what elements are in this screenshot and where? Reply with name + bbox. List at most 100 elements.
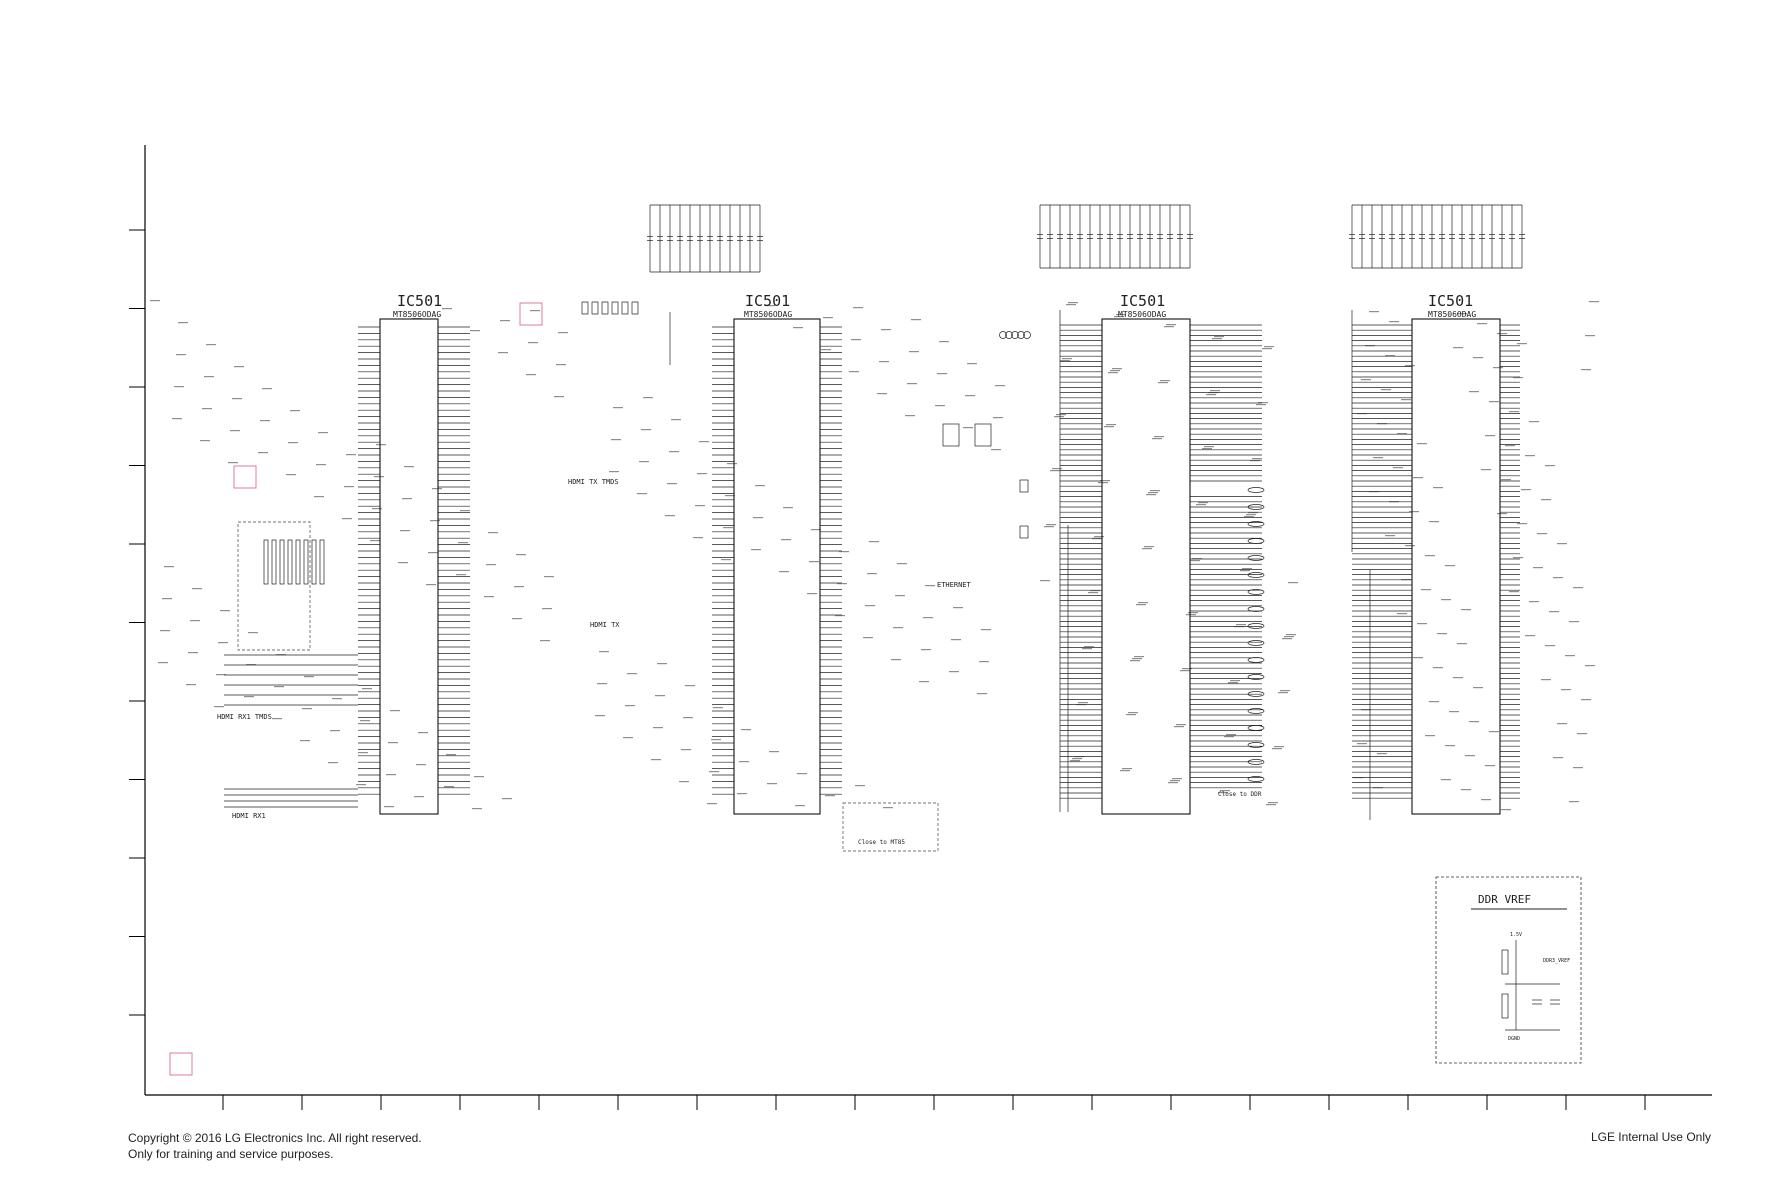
annotation-mark: [470, 330, 480, 332]
annotation-mark: [1413, 477, 1423, 479]
label-close-to-mt85: Close to MT85: [858, 839, 905, 846]
annotation-mark: [1160, 380, 1170, 382]
annotation-mark: [1168, 782, 1178, 784]
annotation-mark: [1108, 372, 1118, 374]
annotation-mark: [991, 449, 1001, 451]
via: [1023, 331, 1031, 339]
annotation-mark: [318, 432, 328, 434]
annotation-mark: [1481, 469, 1491, 471]
net-flag: [1247, 657, 1265, 663]
annotation-mark: [1381, 389, 1391, 391]
annotation-mark: [1188, 612, 1198, 614]
annotation-mark: [781, 539, 791, 541]
connector-pin: [611, 301, 619, 315]
annotation-mark: [1429, 701, 1439, 703]
annotation-mark: [188, 652, 198, 654]
annotation-mark: [1361, 379, 1371, 381]
annotation-mark: [637, 493, 647, 495]
annotation-mark: [1186, 614, 1196, 616]
annotation-mark: [725, 495, 735, 497]
annotation-mark: [823, 317, 833, 319]
annotation-mark: [248, 632, 258, 634]
annotation-mark: [995, 385, 1005, 387]
annotation-mark: [1481, 799, 1491, 801]
net-flag: [1247, 776, 1265, 782]
annotation-mark: [655, 695, 665, 697]
annotation-mark: [416, 764, 426, 766]
annotation-mark: [669, 451, 679, 453]
annotation-mark: [274, 686, 284, 688]
annotation-mark: [723, 527, 733, 529]
annotation-mark: [1154, 436, 1164, 438]
annotation-mark: [1240, 570, 1250, 572]
annotation-mark: [679, 781, 689, 783]
annotation-mark: [386, 774, 396, 776]
wiring: [224, 204, 1560, 1031]
annotation-mark: [1264, 346, 1274, 348]
annotation-mark: [767, 783, 777, 785]
annotation-mark: [484, 596, 494, 598]
net-flag: [1247, 555, 1265, 561]
annotation-mark: [1445, 565, 1455, 567]
ic-b-ref: IC501: [745, 292, 790, 310]
net-flag: [1247, 725, 1265, 731]
net-flag: [1247, 640, 1265, 646]
annotation-mark: [1164, 326, 1174, 328]
annotation-mark: [1377, 753, 1387, 755]
annotation-mark: [811, 529, 821, 531]
annotation-mark: [1477, 323, 1487, 325]
annotation-mark: [372, 508, 382, 510]
annotation-mark: [1513, 557, 1523, 559]
connector-pin: [631, 301, 639, 315]
annotation-mark: [1074, 756, 1084, 758]
annotation-mark: [1092, 538, 1102, 540]
annotation-mark: [893, 627, 903, 629]
label-hdmi-tx: HDMI TX: [590, 621, 620, 629]
annotation-mark: [1373, 787, 1383, 789]
annotation-mark: [1557, 543, 1567, 545]
annotation-mark: [1060, 360, 1070, 362]
annotation-mark: [186, 684, 196, 686]
transistor: [974, 423, 992, 447]
annotation-mark: [765, 305, 775, 307]
annotation-mark: [967, 363, 977, 365]
annotation-mark: [1489, 401, 1499, 403]
net-flag: [1247, 606, 1265, 612]
annotation-mark: [290, 410, 300, 412]
annotation-mark: [488, 532, 498, 534]
net-flag: [1247, 572, 1265, 578]
annotation-mark: [414, 796, 424, 798]
annotation-mark: [881, 329, 891, 331]
annotation-mark: [458, 542, 468, 544]
annotation-mark: [150, 300, 160, 302]
annotation-mark: [1248, 512, 1258, 514]
annotation-mark: [526, 374, 536, 376]
annotation-mark: [709, 771, 719, 773]
annotation-mark: [1116, 314, 1126, 316]
ddr-vref-net: DDR3_VREF: [1543, 958, 1570, 964]
annotation-mark: [1517, 343, 1527, 345]
ic-c-ref: IC501: [1120, 292, 1165, 310]
annotation-mark: [428, 552, 438, 554]
annotation-mark: [1489, 731, 1499, 733]
ic-b-part: MT8506ODAG: [744, 310, 792, 319]
annotation-mark: [1529, 601, 1539, 603]
annotation-mark: [1078, 702, 1088, 704]
annotation-mark: [554, 396, 564, 398]
resistor: [271, 539, 277, 585]
ic-block-d: [1411, 318, 1501, 815]
annotation-mark: [1066, 304, 1076, 306]
annotation-mark: [1068, 302, 1078, 304]
annotation-mark: [1577, 733, 1587, 735]
annotation-mark: [540, 640, 550, 642]
annotation-mark: [611, 439, 621, 441]
ic-block-a: [379, 318, 439, 815]
annotation-mark: [1401, 579, 1411, 581]
annotation-mark: [1461, 789, 1471, 791]
annotation-mark: [721, 559, 731, 561]
annotation-mark: [1357, 413, 1367, 415]
annotation-mark: [418, 732, 428, 734]
annotation-mark: [1505, 445, 1515, 447]
annotation-mark: [262, 388, 272, 390]
annotation-mark: [1441, 599, 1451, 601]
